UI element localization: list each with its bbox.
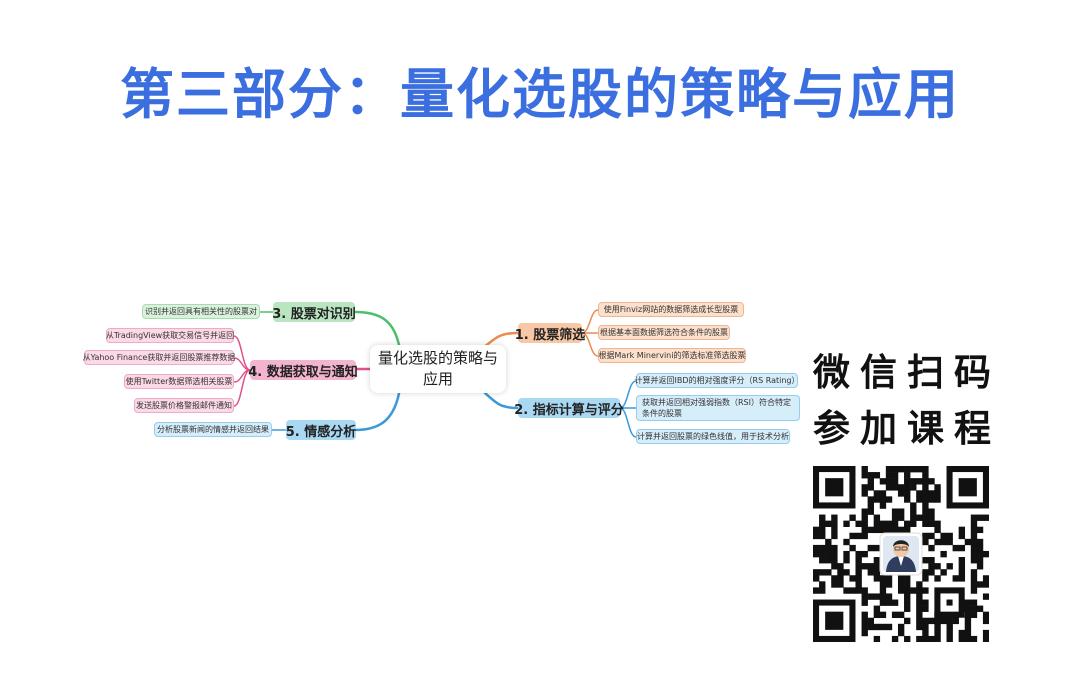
leaf-rs-rating: 计算并返回IBD的相对强度评分（RS Rating） — [635, 373, 800, 388]
branch-stock-screening: 1. 股票筛选 — [515, 323, 585, 343]
leaf-rsi: 获取并返回相对强弱指数（RSI）符合特定条件的股票 — [636, 395, 800, 421]
cta-line-scan: 微信扫码 — [813, 351, 1001, 394]
leaf-twitter: 使用Twitter数据筛选相关股票 — [124, 374, 234, 389]
leaf-yahoo-finance: 从Yahoo Finance获取并返回股票推荐数据 — [83, 350, 235, 365]
cta-line-join: 参加课程 — [813, 407, 1001, 450]
leaf-news-sentiment: 分析股票新闻的情感并返回结果 — [154, 422, 272, 437]
leaf-finviz: 使用Finviz网站的数据筛选成长型股票 — [598, 302, 744, 317]
branch-data-notification: 4. 数据获取与通知 — [248, 360, 358, 380]
leaf-tradingview: 从TradingView获取交易信号并返回 — [106, 328, 234, 343]
page-title: 第三部分：量化选股的策略与应用 — [120, 63, 960, 126]
connector-b3 — [354, 310, 402, 351]
leaf-green-line: 计算并返回股票的绿色线值，用于技术分析 — [636, 429, 790, 444]
mindmap-center-node: 量化选股的策略与应用 — [370, 345, 506, 393]
leaf-minervini: 根据Mark Minervini的筛选标准筛选股票 — [598, 348, 746, 363]
leaf-stock-pairs: 识别并返回具有相关性的股票对 — [142, 304, 260, 319]
qr-code[interactable] — [813, 466, 989, 642]
leaf-fundamental: 根据基本面数据筛选符合条件的股票 — [598, 325, 730, 340]
leaf-price-alert: 发送股票价格警报邮件通知 — [134, 398, 234, 413]
avatar — [879, 532, 923, 576]
branch-sentiment-analysis: 5. 情感分析 — [286, 420, 356, 440]
branch-pair-identification: 3. 股票对识别 — [272, 302, 356, 322]
branch-indicator-scoring: 2. 指标计算与评分 — [514, 398, 624, 418]
connector-b5 — [354, 387, 402, 432]
